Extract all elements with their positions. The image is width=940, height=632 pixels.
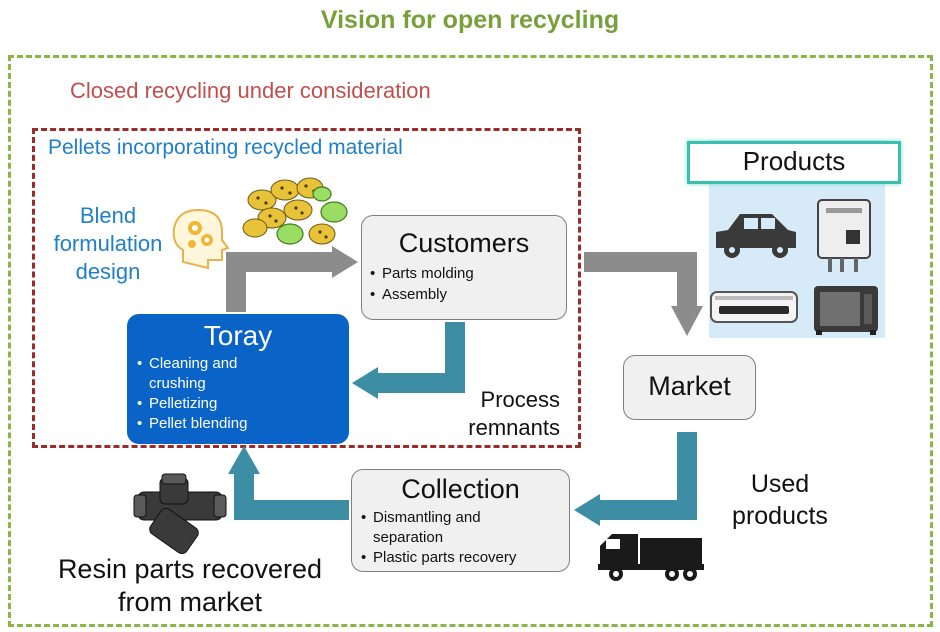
collection-bullets: •Dismantling and separation •Plastic par… [361,509,517,566]
flow-arrow-toray-to-customers [226,252,338,312]
list-item: Plastic parts recovery [373,549,517,566]
list-item: Assembly [370,284,474,305]
collection-title: Collection [401,474,520,504]
blend-label-line: design [75,259,141,284]
brain-gears-icon [172,208,230,270]
process-remnants-label: Process remnants [440,386,560,442]
closed-recycling-frame [32,128,581,448]
label-line: Resin parts recovered [57,554,323,584]
flow-arrow-remnants-to-toray [374,322,465,393]
flow-arrow-customers-to-market [584,252,697,310]
water-heater-icon [817,199,871,272]
blend-label-line: Blend [79,203,137,228]
car-icon [716,214,796,258]
flow-arrow-collection-to-toray [234,470,349,520]
list-item: Cleaning and [149,355,238,372]
closed-recycling-label: Closed recycling under consideration [70,78,431,103]
market-title: Market [648,371,731,401]
pellets-label: Pellets incorporating recycled material [48,136,403,159]
flow-arrow-head [352,367,378,399]
label-line: products [732,502,828,530]
air-conditioner-icon [710,291,798,323]
label-line: from market [117,587,263,617]
flow-arrow-head [574,494,600,526]
products-title: Products [742,146,846,176]
truck-icon [598,534,704,581]
resin-parts-label: Resin parts recovered from market [30,553,350,619]
flow-arrow-market-to-collection [596,432,697,520]
list-item: Parts molding [370,263,474,284]
open-recycling-frame [8,55,933,627]
used-products-label: Used products [715,468,845,532]
blend-label-line: formulation [53,231,163,256]
market-box [623,355,756,420]
flow-arrow-head [332,246,358,278]
microwave-icon [814,286,878,335]
customers-title: Customers [398,228,530,258]
flow-arrow-head [228,446,260,474]
toray-title: Toray [203,320,273,351]
list-item: Pelletizing [149,395,218,412]
list-item: Pellet blending [149,415,248,432]
products-box [687,141,901,184]
pellets-icon [242,177,348,245]
label-line: Used [750,470,810,498]
flow-arrow-head [671,306,703,336]
list-item: Dismantling and [373,509,481,526]
toray-box [127,314,349,444]
blend-formulation-label: Blend formulation design [38,202,178,286]
customers-bullets: Parts molding Assembly [370,263,474,305]
list-item: crushing [149,375,206,392]
collection-box [351,469,570,572]
pipe-fitting-icon [133,473,227,555]
label-line: Process [480,387,560,412]
label-line: remnants [468,415,560,440]
toray-bullets: •Cleaning and crushing •Pelletizing •Pel… [137,355,248,432]
diagram-title: Vision for open recycling [320,6,620,34]
list-item: separation [373,529,444,546]
